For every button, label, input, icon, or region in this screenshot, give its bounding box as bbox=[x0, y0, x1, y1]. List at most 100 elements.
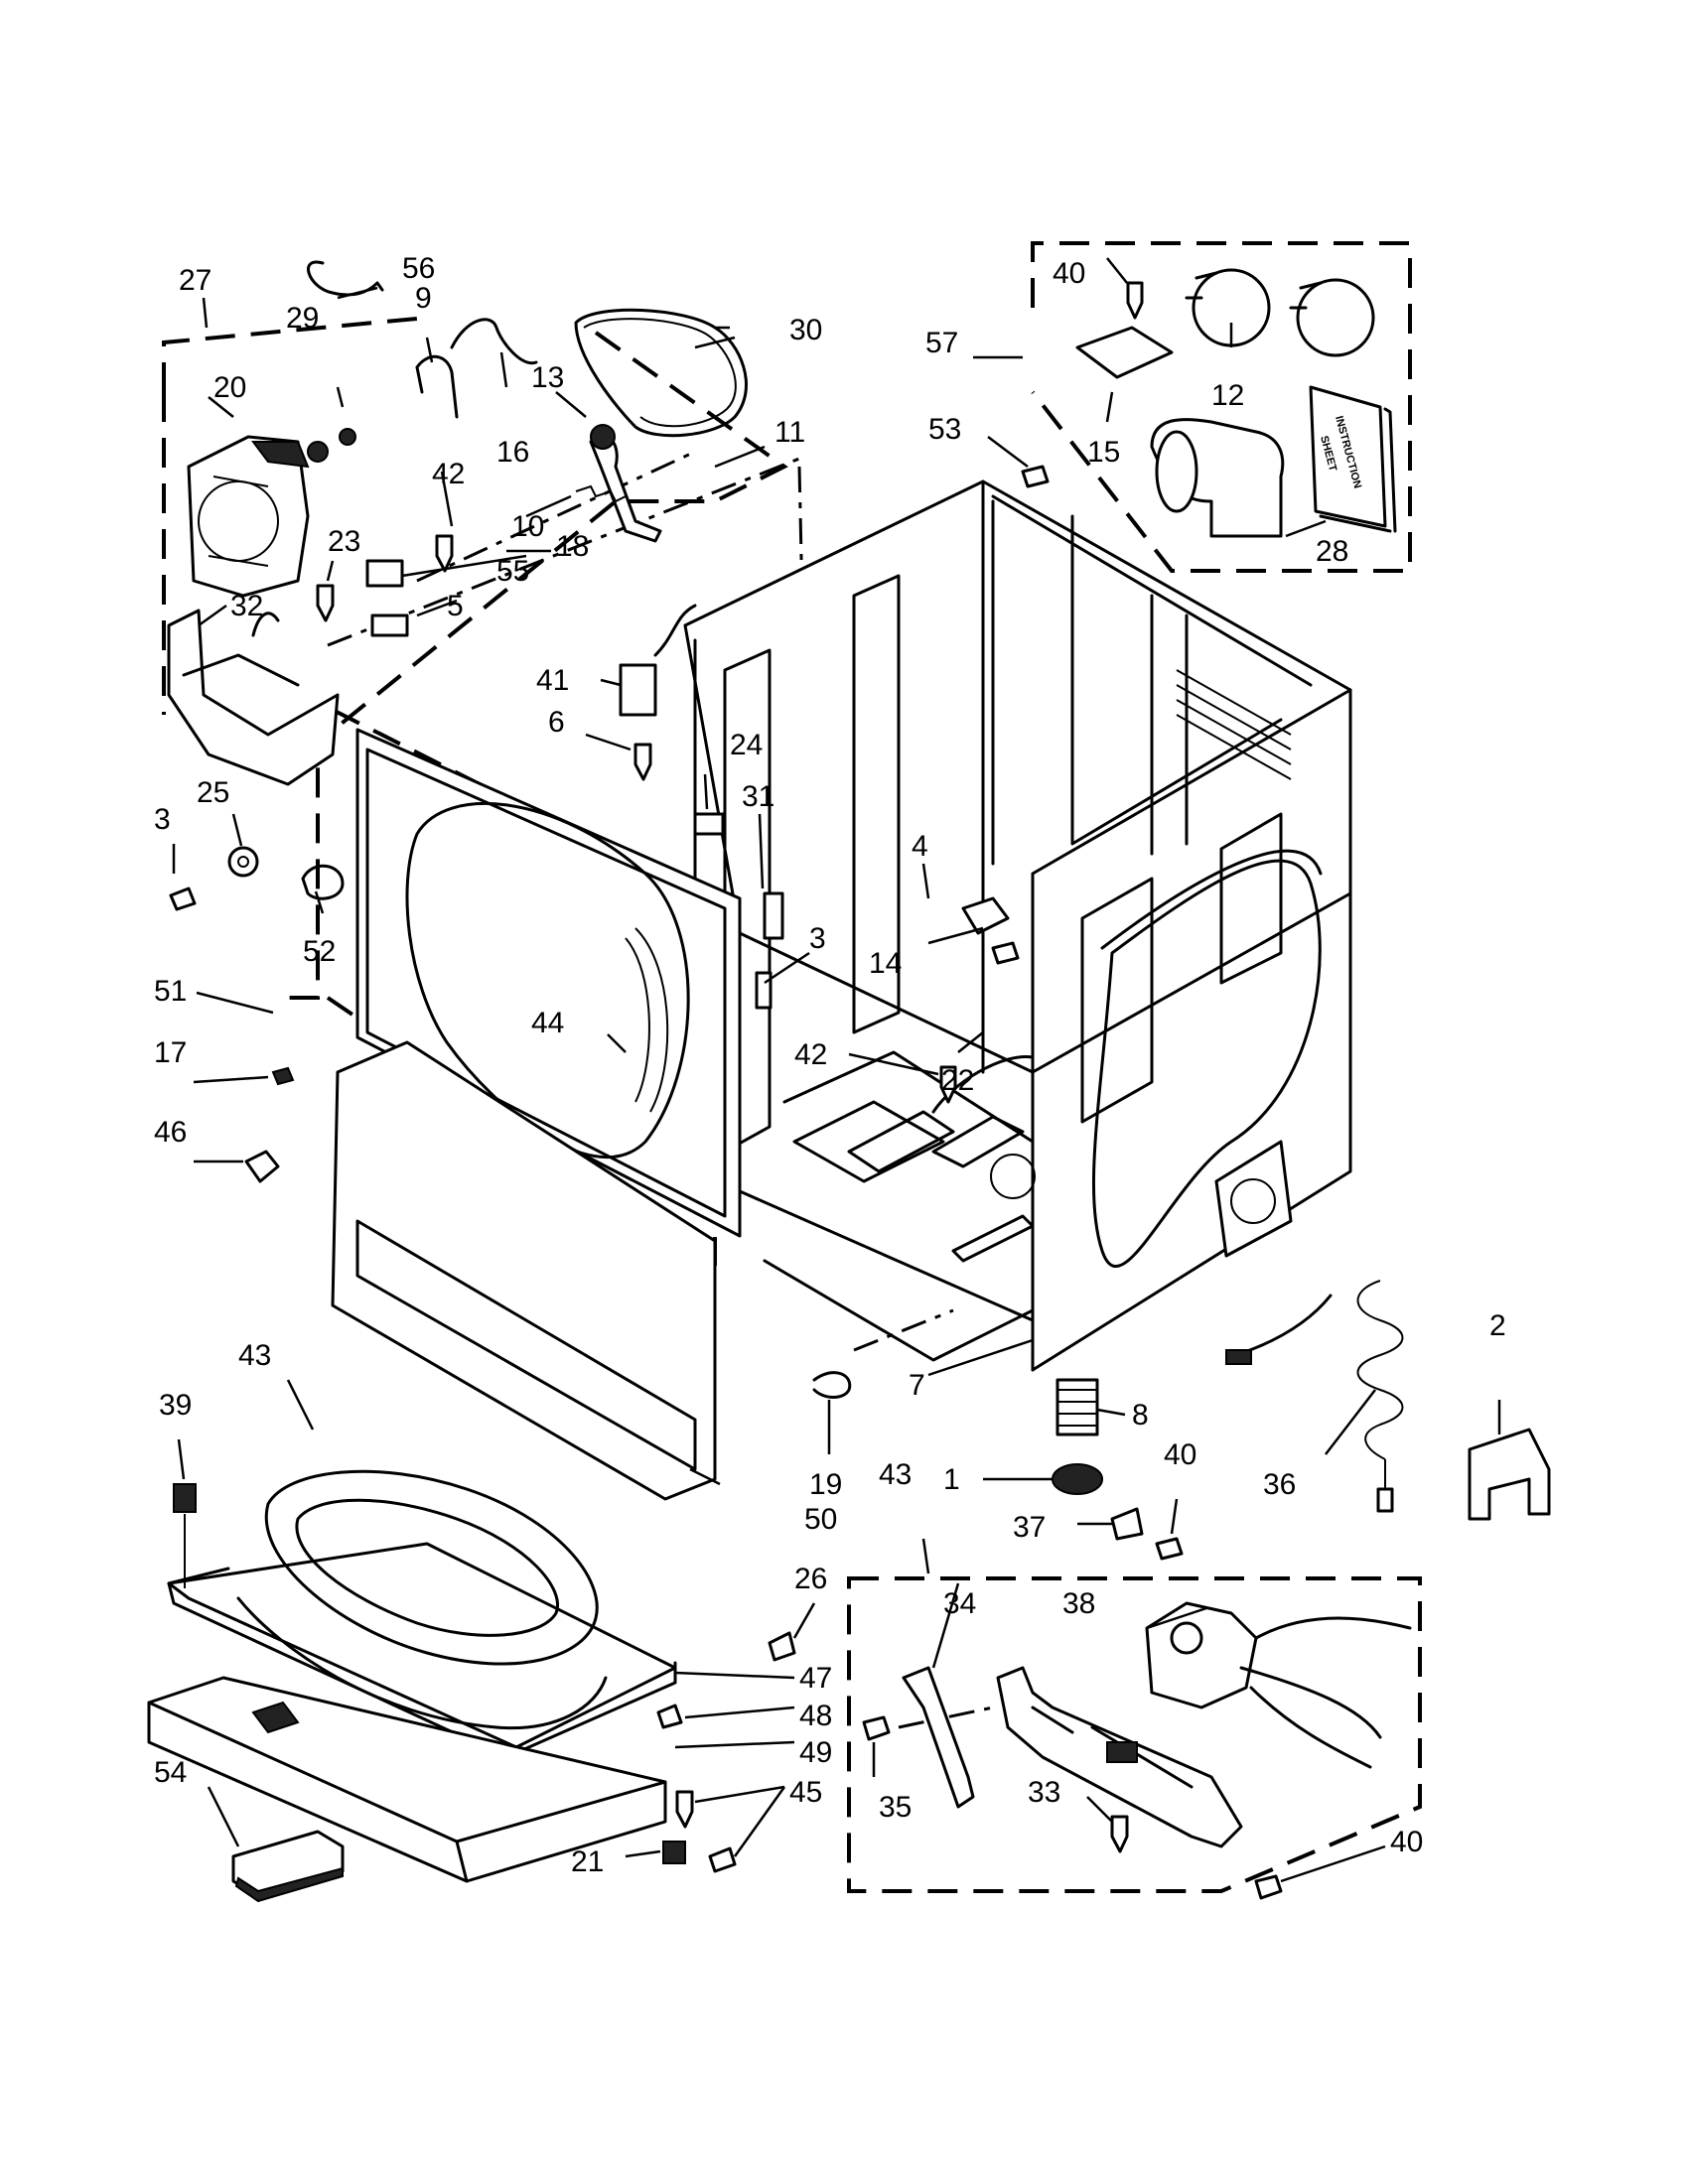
screw-35 bbox=[862, 1715, 891, 1741]
screw-42-upper bbox=[435, 534, 454, 573]
plate-15 bbox=[1075, 326, 1174, 379]
callout-51: 51 bbox=[154, 975, 187, 1008]
callout-50: 50 bbox=[804, 1503, 837, 1536]
callout-42-lower: 42 bbox=[794, 1038, 827, 1071]
callout-3-left: 3 bbox=[154, 803, 171, 836]
switch-55 bbox=[365, 559, 409, 637]
screw-23 bbox=[316, 584, 335, 622]
instruction-sheet-28: INSTRUCTION SHEET bbox=[1309, 385, 1397, 533]
callout-54: 54 bbox=[154, 1756, 187, 1789]
callout-49: 49 bbox=[799, 1736, 832, 1769]
callout-12: 12 bbox=[1211, 379, 1244, 412]
clip-52 bbox=[301, 864, 345, 900]
callout-37: 37 bbox=[1013, 1511, 1046, 1544]
switch-31 bbox=[763, 891, 784, 940]
callout-8: 8 bbox=[1132, 1399, 1149, 1432]
cabinet bbox=[683, 479, 1352, 1372]
callout-labels: 27 56 9 29 20 16 13 30 11 42 10 18 55 23… bbox=[154, 252, 1506, 1878]
screw-40-top bbox=[1126, 281, 1144, 320]
callout-57: 57 bbox=[925, 327, 958, 359]
screw-53 bbox=[1021, 465, 1050, 488]
screw-3-left bbox=[169, 887, 197, 911]
exhaust-hood-12 bbox=[1185, 268, 1375, 357]
callout-46: 46 bbox=[154, 1116, 187, 1149]
clip-37 bbox=[1110, 1507, 1144, 1541]
callout-40-top: 40 bbox=[1053, 257, 1085, 290]
gas-valve-group-dashed-outline bbox=[847, 1576, 1422, 1893]
callout-38: 38 bbox=[1062, 1587, 1095, 1620]
callout-16: 16 bbox=[496, 436, 529, 469]
spring-10 bbox=[575, 484, 627, 503]
callout-36: 36 bbox=[1263, 1468, 1296, 1501]
leveling-leg-8 bbox=[1055, 1378, 1099, 1436]
elbow-duct-28 bbox=[1150, 418, 1285, 538]
bracket-2 bbox=[1468, 1428, 1551, 1521]
callout-47: 47 bbox=[799, 1662, 832, 1695]
callout-25: 25 bbox=[197, 776, 229, 809]
callout-31: 31 bbox=[742, 780, 774, 813]
callout-23: 23 bbox=[328, 525, 360, 558]
callout-56: 56 bbox=[402, 252, 435, 285]
callout-34: 34 bbox=[943, 1587, 976, 1620]
callout-43-lower: 43 bbox=[879, 1458, 912, 1491]
callout-52: 52 bbox=[303, 935, 336, 968]
gas-valve-38 bbox=[1145, 1601, 1412, 1769]
gas-valve-burner bbox=[996, 1666, 1243, 1848]
clip-39 bbox=[173, 1483, 197, 1588]
screw-42-lower bbox=[939, 1065, 957, 1104]
bracket-3-right bbox=[755, 971, 773, 1010]
drive-belt bbox=[574, 308, 748, 438]
screw-26 bbox=[768, 1631, 796, 1662]
clip-21 bbox=[662, 1841, 686, 1864]
callout-10: 10 bbox=[511, 510, 544, 543]
dash-dot-line-1 bbox=[327, 455, 954, 1352]
igniter-34 bbox=[902, 1666, 975, 1809]
harness-41 bbox=[619, 604, 697, 717]
clip-19 bbox=[812, 1371, 852, 1399]
callout-30: 30 bbox=[789, 314, 822, 346]
wire-harness-16 bbox=[450, 318, 538, 365]
bracket-22 bbox=[931, 1054, 1035, 1114]
callout-13: 13 bbox=[531, 361, 564, 394]
washer-25-hole bbox=[237, 856, 249, 868]
callout-42-upper: 42 bbox=[432, 458, 465, 490]
bracket-9 bbox=[415, 354, 459, 419]
callout-48: 48 bbox=[799, 1700, 832, 1732]
callout-14: 14 bbox=[869, 947, 902, 980]
callout-22: 22 bbox=[941, 1064, 974, 1097]
idler-pulley-arm bbox=[589, 424, 662, 543]
callout-44: 44 bbox=[531, 1007, 564, 1039]
motor-group-dashed-outline bbox=[162, 316, 788, 1000]
screw-40-bottom bbox=[1254, 1874, 1283, 1900]
callout-39: 39 bbox=[159, 1389, 192, 1422]
callout-4: 4 bbox=[912, 830, 928, 863]
callout-3-right: 3 bbox=[809, 922, 826, 955]
clip-4 bbox=[961, 896, 1010, 935]
callout-15: 15 bbox=[1087, 436, 1120, 469]
screw-45 bbox=[675, 1790, 694, 1829]
screw-6 bbox=[633, 743, 652, 781]
clip-17 bbox=[271, 1066, 295, 1086]
motor-mount-bracket bbox=[167, 609, 340, 786]
callout-40-mid: 40 bbox=[1164, 1438, 1196, 1471]
callout-6: 6 bbox=[548, 706, 565, 739]
screw-14 bbox=[991, 941, 1020, 965]
callout-27: 27 bbox=[179, 264, 211, 297]
power-cord-36 bbox=[1225, 1280, 1404, 1513]
callout-45: 45 bbox=[789, 1776, 822, 1809]
callout-28: 28 bbox=[1316, 535, 1348, 568]
screw-40-mid bbox=[1155, 1537, 1184, 1561]
callout-55: 55 bbox=[496, 555, 529, 588]
washer-25 bbox=[227, 846, 259, 878]
screw-45b bbox=[708, 1846, 737, 1873]
door-catch-46 bbox=[244, 1150, 280, 1183]
callout-1: 1 bbox=[943, 1463, 960, 1496]
screw-33 bbox=[1110, 1815, 1129, 1853]
foot-1 bbox=[1052, 1463, 1103, 1495]
drive-motor bbox=[187, 428, 356, 598]
callout-33: 33 bbox=[1028, 1776, 1060, 1809]
base-tray-49 bbox=[147, 1676, 667, 1883]
callout-43-upper: 43 bbox=[238, 1339, 271, 1372]
callout-26: 26 bbox=[794, 1563, 827, 1595]
